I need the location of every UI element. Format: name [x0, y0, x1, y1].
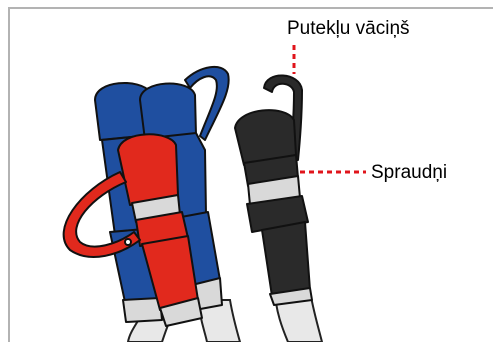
black-plug [235, 75, 312, 305]
strap-hole [125, 239, 131, 245]
dust-cap-label: Putekļu vāciņš [287, 19, 410, 38]
plugs-label: Spraudņi [371, 163, 447, 182]
